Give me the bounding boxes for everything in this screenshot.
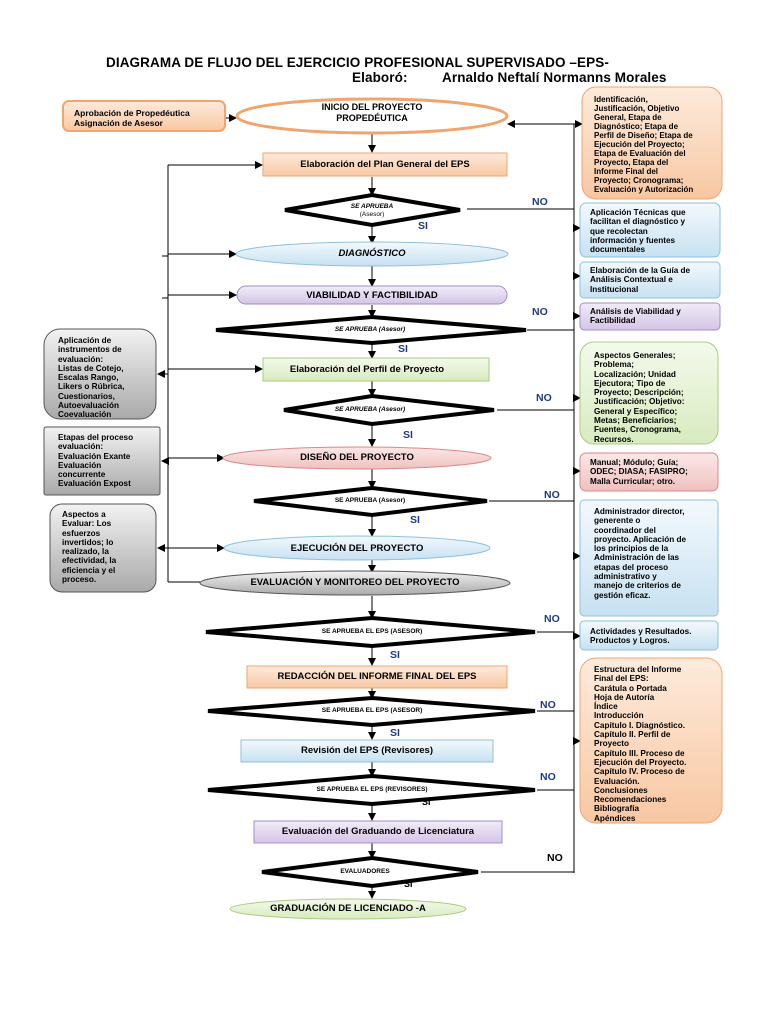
revision-label: Revisión del EPS (Revisores) [301, 745, 433, 756]
decision-8-label: EVALUADORES [340, 868, 390, 875]
decision-7 [207, 773, 536, 807]
start-node [235, 97, 509, 135]
no-label-1: NO [532, 196, 548, 208]
note-l3 [49, 503, 157, 593]
decision-2 [215, 314, 527, 346]
graduacion-node [229, 898, 467, 920]
yes-label-5: SI [390, 649, 400, 661]
note-r3 [579, 261, 721, 299]
approval-box [62, 100, 226, 132]
no-label-3: NO [536, 392, 552, 404]
plan-node [262, 152, 508, 177]
redaccion-node [246, 665, 508, 689]
no-label-8: NO [547, 852, 563, 864]
no-label-4: NO [544, 489, 560, 501]
decision-3 [283, 393, 495, 427]
connectors [157, 114, 583, 899]
decision-4 [253, 485, 488, 518]
yes-label-6: SI [390, 727, 400, 739]
diagram-title: DIAGRAMA DE FLUJO DEL EJERCICIO PROFESIO… [106, 55, 609, 70]
decision-7-label: SE APRUEBA EL EPS (REVISORES) [316, 786, 428, 793]
viabilidad-node [236, 285, 508, 305]
author-label: Elaboró: [352, 70, 408, 85]
note-r2 [579, 202, 721, 258]
note-r1 [581, 86, 723, 200]
no-label-5: NO [544, 613, 560, 625]
yes-label-2: SI [398, 343, 408, 355]
decision-6 [207, 695, 536, 728]
evaluacion-node [199, 570, 511, 596]
decision-3-label: SE APRUEBA (Asesor) [334, 406, 406, 413]
yes-label-8: SI [404, 879, 413, 889]
note-r8 [579, 620, 719, 651]
note-l2 [43, 426, 161, 496]
decision-2-label: SE APRUEBA (Asesor) [334, 326, 406, 333]
decision-6-label: SE APRUEBA EL EPS (ASESOR) [321, 707, 423, 714]
no-label-6: NO [540, 699, 556, 711]
note-r6 [579, 452, 719, 492]
viabilidad-label: VIABILIDAD Y FACTIBILIDAD [306, 290, 438, 301]
diagnostico-node [235, 241, 509, 267]
author-name: Arnaldo Neftalí Normanns Morales [442, 70, 667, 85]
decision-5-label: SE APRUEBA EL EPS (ASESOR) [321, 628, 423, 635]
decision-1 [284, 192, 461, 228]
note-l1 [43, 328, 157, 420]
graduacion-label: GRADUACIÓN DE LICENCIADO -A [270, 903, 426, 914]
note-r9 [579, 657, 723, 824]
graduando-node [253, 820, 503, 844]
note-r6-text: Manual; Módulo; Guía;ODEC; DIASA; FASIPR… [590, 458, 688, 486]
diseno-label: DISEÑO DEL PROYECTO [300, 452, 414, 463]
decision-8 [261, 855, 479, 889]
redaccion-label: REDACCIÓN DEL INFORME FINAL DEL EPS [277, 671, 477, 682]
note-r5-text: Aspectos Generales;Problema;Localización… [594, 351, 685, 444]
perfil-label: Elaboración del Perfil de Proyecto [289, 364, 445, 375]
no-label-7: NO [540, 771, 556, 783]
plan-label: Elaboración del Plan General del EPS [300, 159, 470, 170]
note-r8-text: Actividades y Resultados.Productos y Log… [590, 627, 692, 646]
yes-label-7: SI [422, 797, 431, 807]
diagnostico-label: DIAGNÓSTICO [338, 248, 406, 259]
no-label-2: NO [532, 306, 548, 318]
ejecucion-label: EJECUCIÓN DEL PROYECTO [290, 543, 424, 554]
ejecucion-node [223, 535, 491, 561]
revision-node [240, 739, 494, 763]
evaluacion-label: EVALUACIÓN Y MONITOREO DEL PROYECTO [250, 577, 460, 588]
yes-label-4: SI [410, 514, 420, 526]
note-r4 [579, 302, 721, 331]
graduando-label: Evaluación del Graduando de Licenciatura [281, 826, 475, 837]
decision-4-label: SE APRUEBA (Asesor) [334, 497, 406, 504]
diseno-node [222, 446, 492, 470]
perfil-node [262, 357, 490, 382]
note-r5 [579, 341, 719, 445]
note-r7 [579, 499, 719, 617]
decision-1-label: SE APRUEBA(Asesor) [350, 203, 394, 218]
decision-5 [205, 615, 536, 649]
yes-label-1: SI [418, 220, 428, 232]
yes-label-3: SI [403, 429, 413, 441]
